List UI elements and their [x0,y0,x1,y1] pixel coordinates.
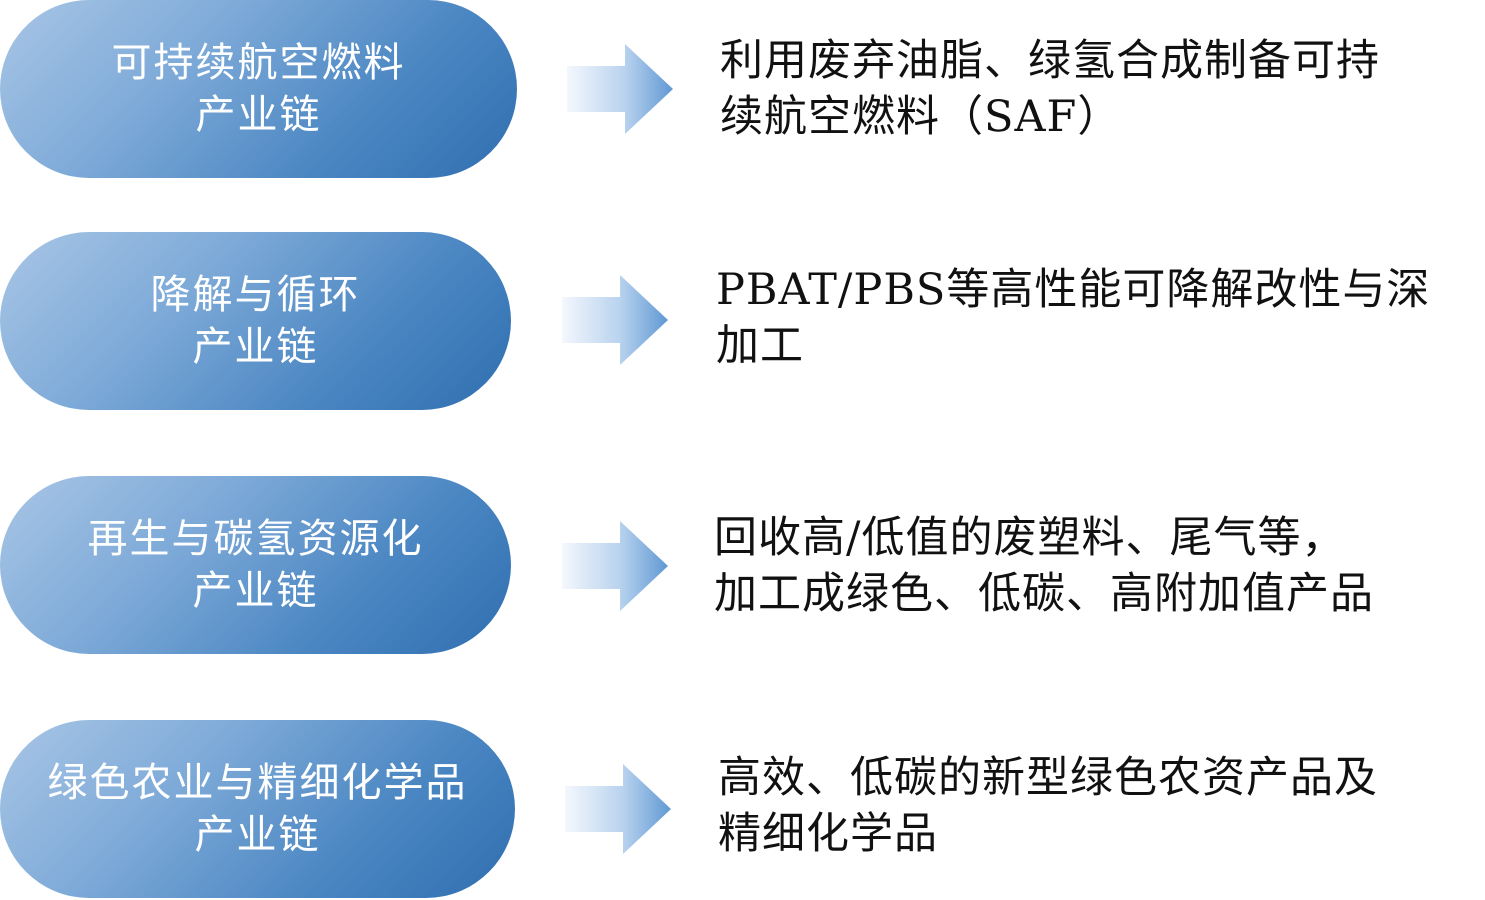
chain-pill-agriculture: 绿色农业与精细化学品 产业链 [0,720,515,898]
pill-line2: 产业链 [192,568,319,614]
desc-line2: 加工成绿色、低碳、高附加值产品 [714,569,1374,619]
desc-line1: 高效、低碳的新型绿色农资产品及 [718,753,1378,803]
pill-line1: 绿色农业与精细化学品 [47,760,468,806]
desc-line2: 续航空燃料（SAF） [720,92,1122,142]
pill-line1: 再生与碳氢资源化 [87,516,424,562]
pill-line1: 降解与循环 [150,272,361,318]
pill-line2: 产业链 [192,324,319,370]
right-arrow-icon [562,521,668,611]
chain-description: 利用废弃油脂、绿氢合成制备可持 续航空燃料（SAF） [720,33,1460,145]
flow-row-2: 降解与循环 产业链 PBAT/PBS等高性能可降解改性与深 加工 [0,232,1485,412]
desc-line2: 加工 [716,321,804,371]
chain-description: 回收高/低值的废塑料、尾气等， 加工成绿色、低碳、高附加值产品 [714,510,1454,622]
pill-line2: 产业链 [195,92,322,138]
flow-row-4: 绿色农业与精细化学品 产业链 高效、低碳的新型绿色农资产品及 精细化学品 [0,720,1485,900]
chain-pill-regeneration: 再生与碳氢资源化 产业链 [0,476,511,654]
desc-line1: 利用废弃油脂、绿氢合成制备可持 [720,36,1380,86]
desc-line1: PBAT/PBS等高性能可降解改性与深 [716,265,1431,315]
desc-line2: 精细化学品 [718,809,938,859]
flow-row-1: 可持续航空燃料 产业链 利用废弃油脂、绿氢合成制备可持 续航空燃料（SAF） [0,0,1485,180]
chain-description: 高效、低碳的新型绿色农资产品及 精细化学品 [718,750,1458,862]
right-arrow-icon [567,44,673,134]
flow-row-3: 再生与碳氢资源化 产业链 回收高/低值的废塑料、尾气等， 加工成绿色、低碳、高附… [0,476,1485,656]
chain-description: PBAT/PBS等高性能可降解改性与深 加工 [716,262,1456,374]
right-arrow-icon [565,764,671,854]
pill-line2: 产业链 [194,812,321,858]
desc-line1: 回收高/低值的废塑料、尾气等， [714,513,1346,563]
right-arrow-icon [562,275,668,365]
chain-pill-degradation: 降解与循环 产业链 [0,232,511,410]
chain-pill-saf: 可持续航空燃料 产业链 [0,0,517,178]
pill-line1: 可持续航空燃料 [111,40,406,86]
